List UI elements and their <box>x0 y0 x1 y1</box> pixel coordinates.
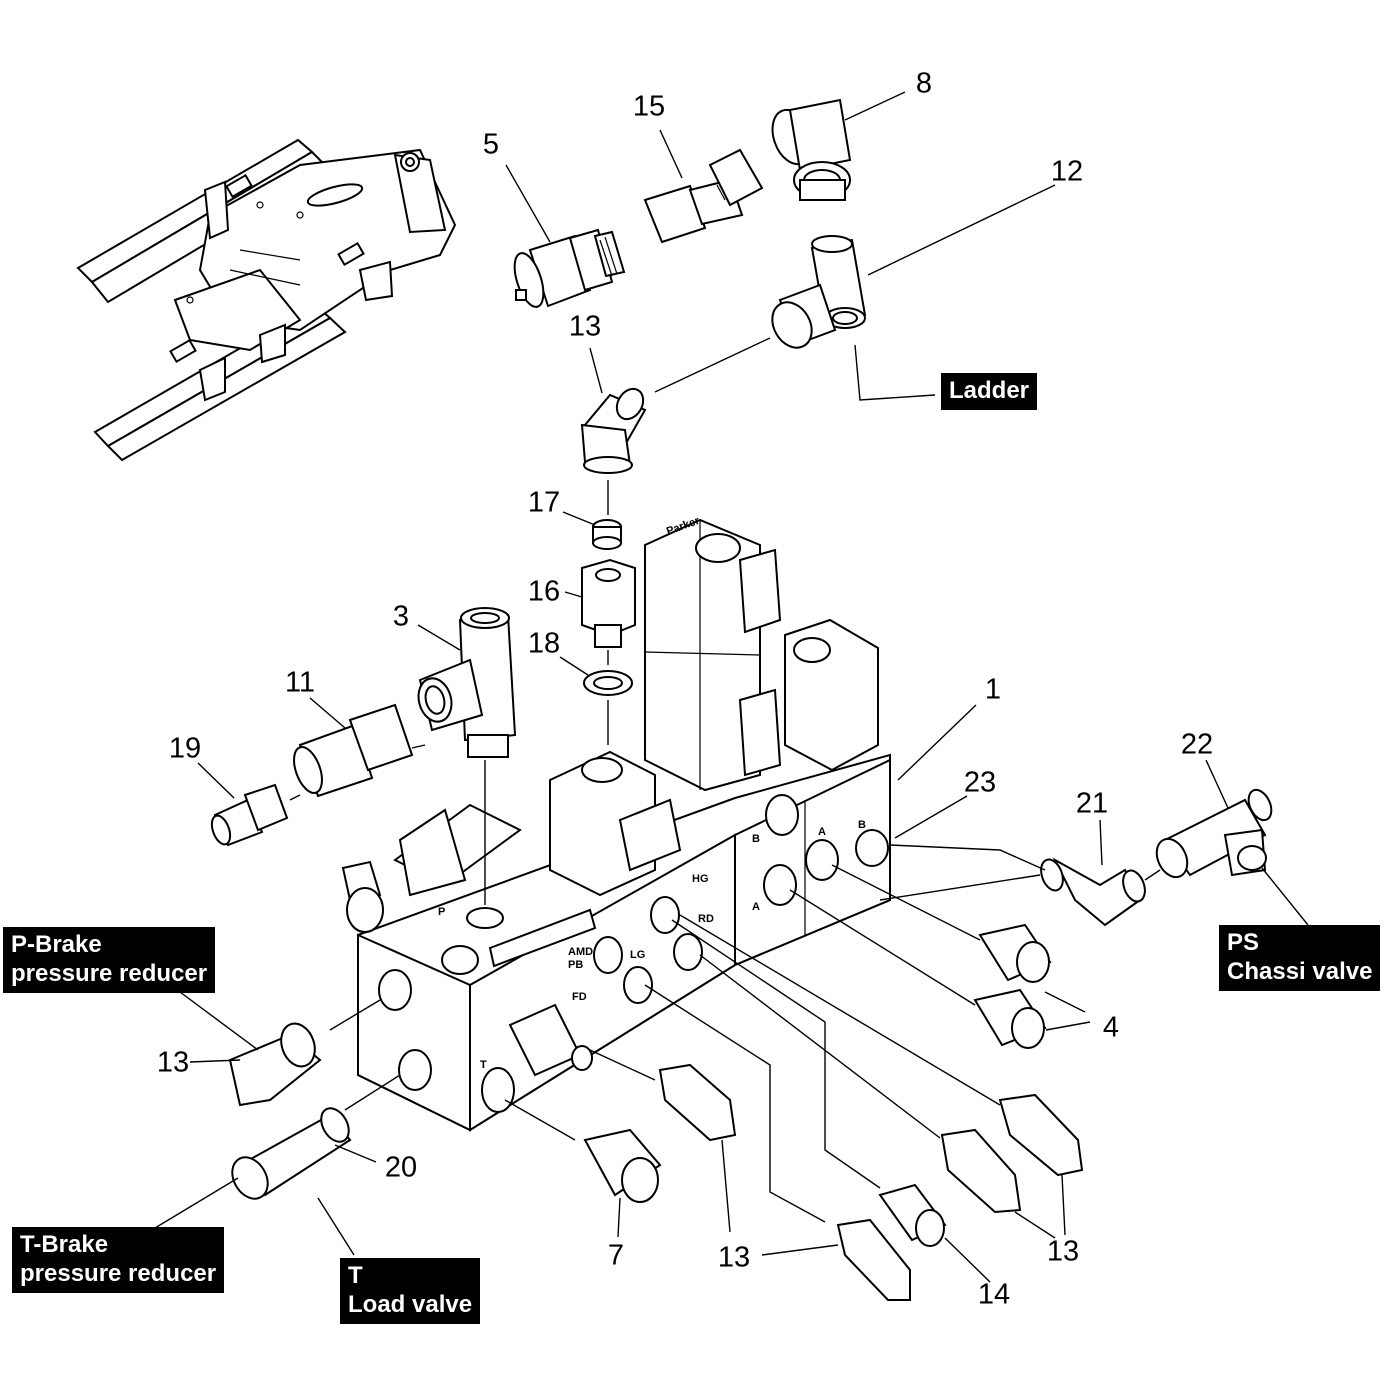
part-13-bottom-elbows-drawing <box>660 1065 1082 1300</box>
part-18-seal-ring-drawing <box>584 671 632 695</box>
part-number-22: 22 <box>1180 728 1214 761</box>
port-marking-p: P <box>438 906 445 918</box>
part-13-left-elbow-drawing <box>230 1019 321 1105</box>
part-19-plug-drawing <box>208 785 287 847</box>
fitting-pd-drawing <box>510 1005 592 1075</box>
part-number-13-bottom: 13 <box>717 1241 751 1274</box>
port-marking-t: T <box>480 1059 487 1071</box>
part-number-13-top: 13 <box>568 310 602 343</box>
callout-ladder: Ladder <box>941 373 1038 410</box>
callout-p-brake-line1: P-Brake <box>11 931 102 958</box>
callout-p-brake-line2: pressure reducer <box>11 959 208 987</box>
port-marking-a1: A <box>752 901 760 913</box>
part-22-tee-drawing <box>1151 786 1276 882</box>
callout-p-brake: P-Brake pressure reducer <box>3 927 216 993</box>
part-11-union-drawing <box>289 705 412 797</box>
part-14-fitting-drawing <box>880 1185 945 1246</box>
part-number-7: 7 <box>607 1239 625 1272</box>
callout-t-load-line1: T <box>348 1262 363 1289</box>
part-number-12: 12 <box>1050 155 1084 188</box>
part-number-5: 5 <box>482 128 500 161</box>
part-number-21: 21 <box>1075 787 1109 820</box>
leader-lines <box>155 92 1308 1282</box>
callout-ps-chassi: PS Chassi valve <box>1219 925 1381 991</box>
port-marking-b2: B <box>858 819 866 831</box>
callout-t-brake: T-Brake pressure reducer <box>12 1227 225 1293</box>
part-number-13-right: 13 <box>1046 1235 1080 1268</box>
part-number-16: 16 <box>527 575 561 608</box>
part-21-elbow-drawing <box>1037 857 1149 925</box>
part-number-23: 23 <box>963 766 997 799</box>
callout-ps-chassi-line2: Chassi valve <box>1227 957 1373 985</box>
port-marking-fd: FD <box>572 991 587 1003</box>
port-marking-pb: PB <box>568 959 583 971</box>
callout-t-brake-line2: pressure reducer <box>20 1259 217 1287</box>
part-17-plug-drawing <box>593 520 621 549</box>
callout-t-load: T Load valve <box>340 1258 481 1324</box>
port-marking-hg: HG <box>692 873 709 885</box>
part-16-check-valve-drawing <box>582 560 635 647</box>
callout-ps-chassi-line1: PS <box>1227 929 1260 956</box>
port-marking-a2: A <box>818 826 826 838</box>
part-5-sensor-drawing <box>509 230 624 310</box>
part-8-elbow-drawing <box>766 100 850 200</box>
part-4-fitting-drawing <box>975 925 1050 1048</box>
port-marking-amd: AMD/ <box>568 946 596 958</box>
part-number-3: 3 <box>392 600 410 633</box>
part-number-4: 4 <box>1102 1011 1120 1044</box>
port-marking-rd: RD <box>698 913 714 925</box>
callout-t-brake-line1: T-Brake <box>20 1231 109 1258</box>
part-15-adapter-drawing <box>645 150 762 242</box>
part-3-tee-drawing <box>414 608 515 757</box>
part-13-top-elbow-drawing <box>582 384 648 473</box>
part-number-20: 20 <box>384 1151 418 1184</box>
solenoid-assembly-drawing: Parker <box>550 515 878 895</box>
part-7-fitting-drawing <box>585 1130 660 1202</box>
part-number-1: 1 <box>984 673 1002 706</box>
callout-ladder-line1: Ladder <box>949 377 1030 404</box>
part-number-14: 14 <box>977 1278 1011 1311</box>
chassis-frame-drawing <box>78 140 455 460</box>
callout-t-load-line2: Load valve <box>348 1290 473 1318</box>
part-number-19: 19 <box>168 732 202 765</box>
part-20-union-drawing <box>225 1103 354 1205</box>
part-number-17: 17 <box>527 486 561 519</box>
port-marking-lg: LG <box>630 949 645 961</box>
part-number-8: 8 <box>915 67 933 100</box>
part-12-tee-drawing <box>764 236 865 355</box>
part-number-11: 11 <box>284 666 316 699</box>
part-number-15: 15 <box>632 90 666 123</box>
part-number-13-left: 13 <box>156 1046 190 1079</box>
port-marking-b1: B <box>752 833 760 845</box>
part-number-18: 18 <box>527 627 561 660</box>
